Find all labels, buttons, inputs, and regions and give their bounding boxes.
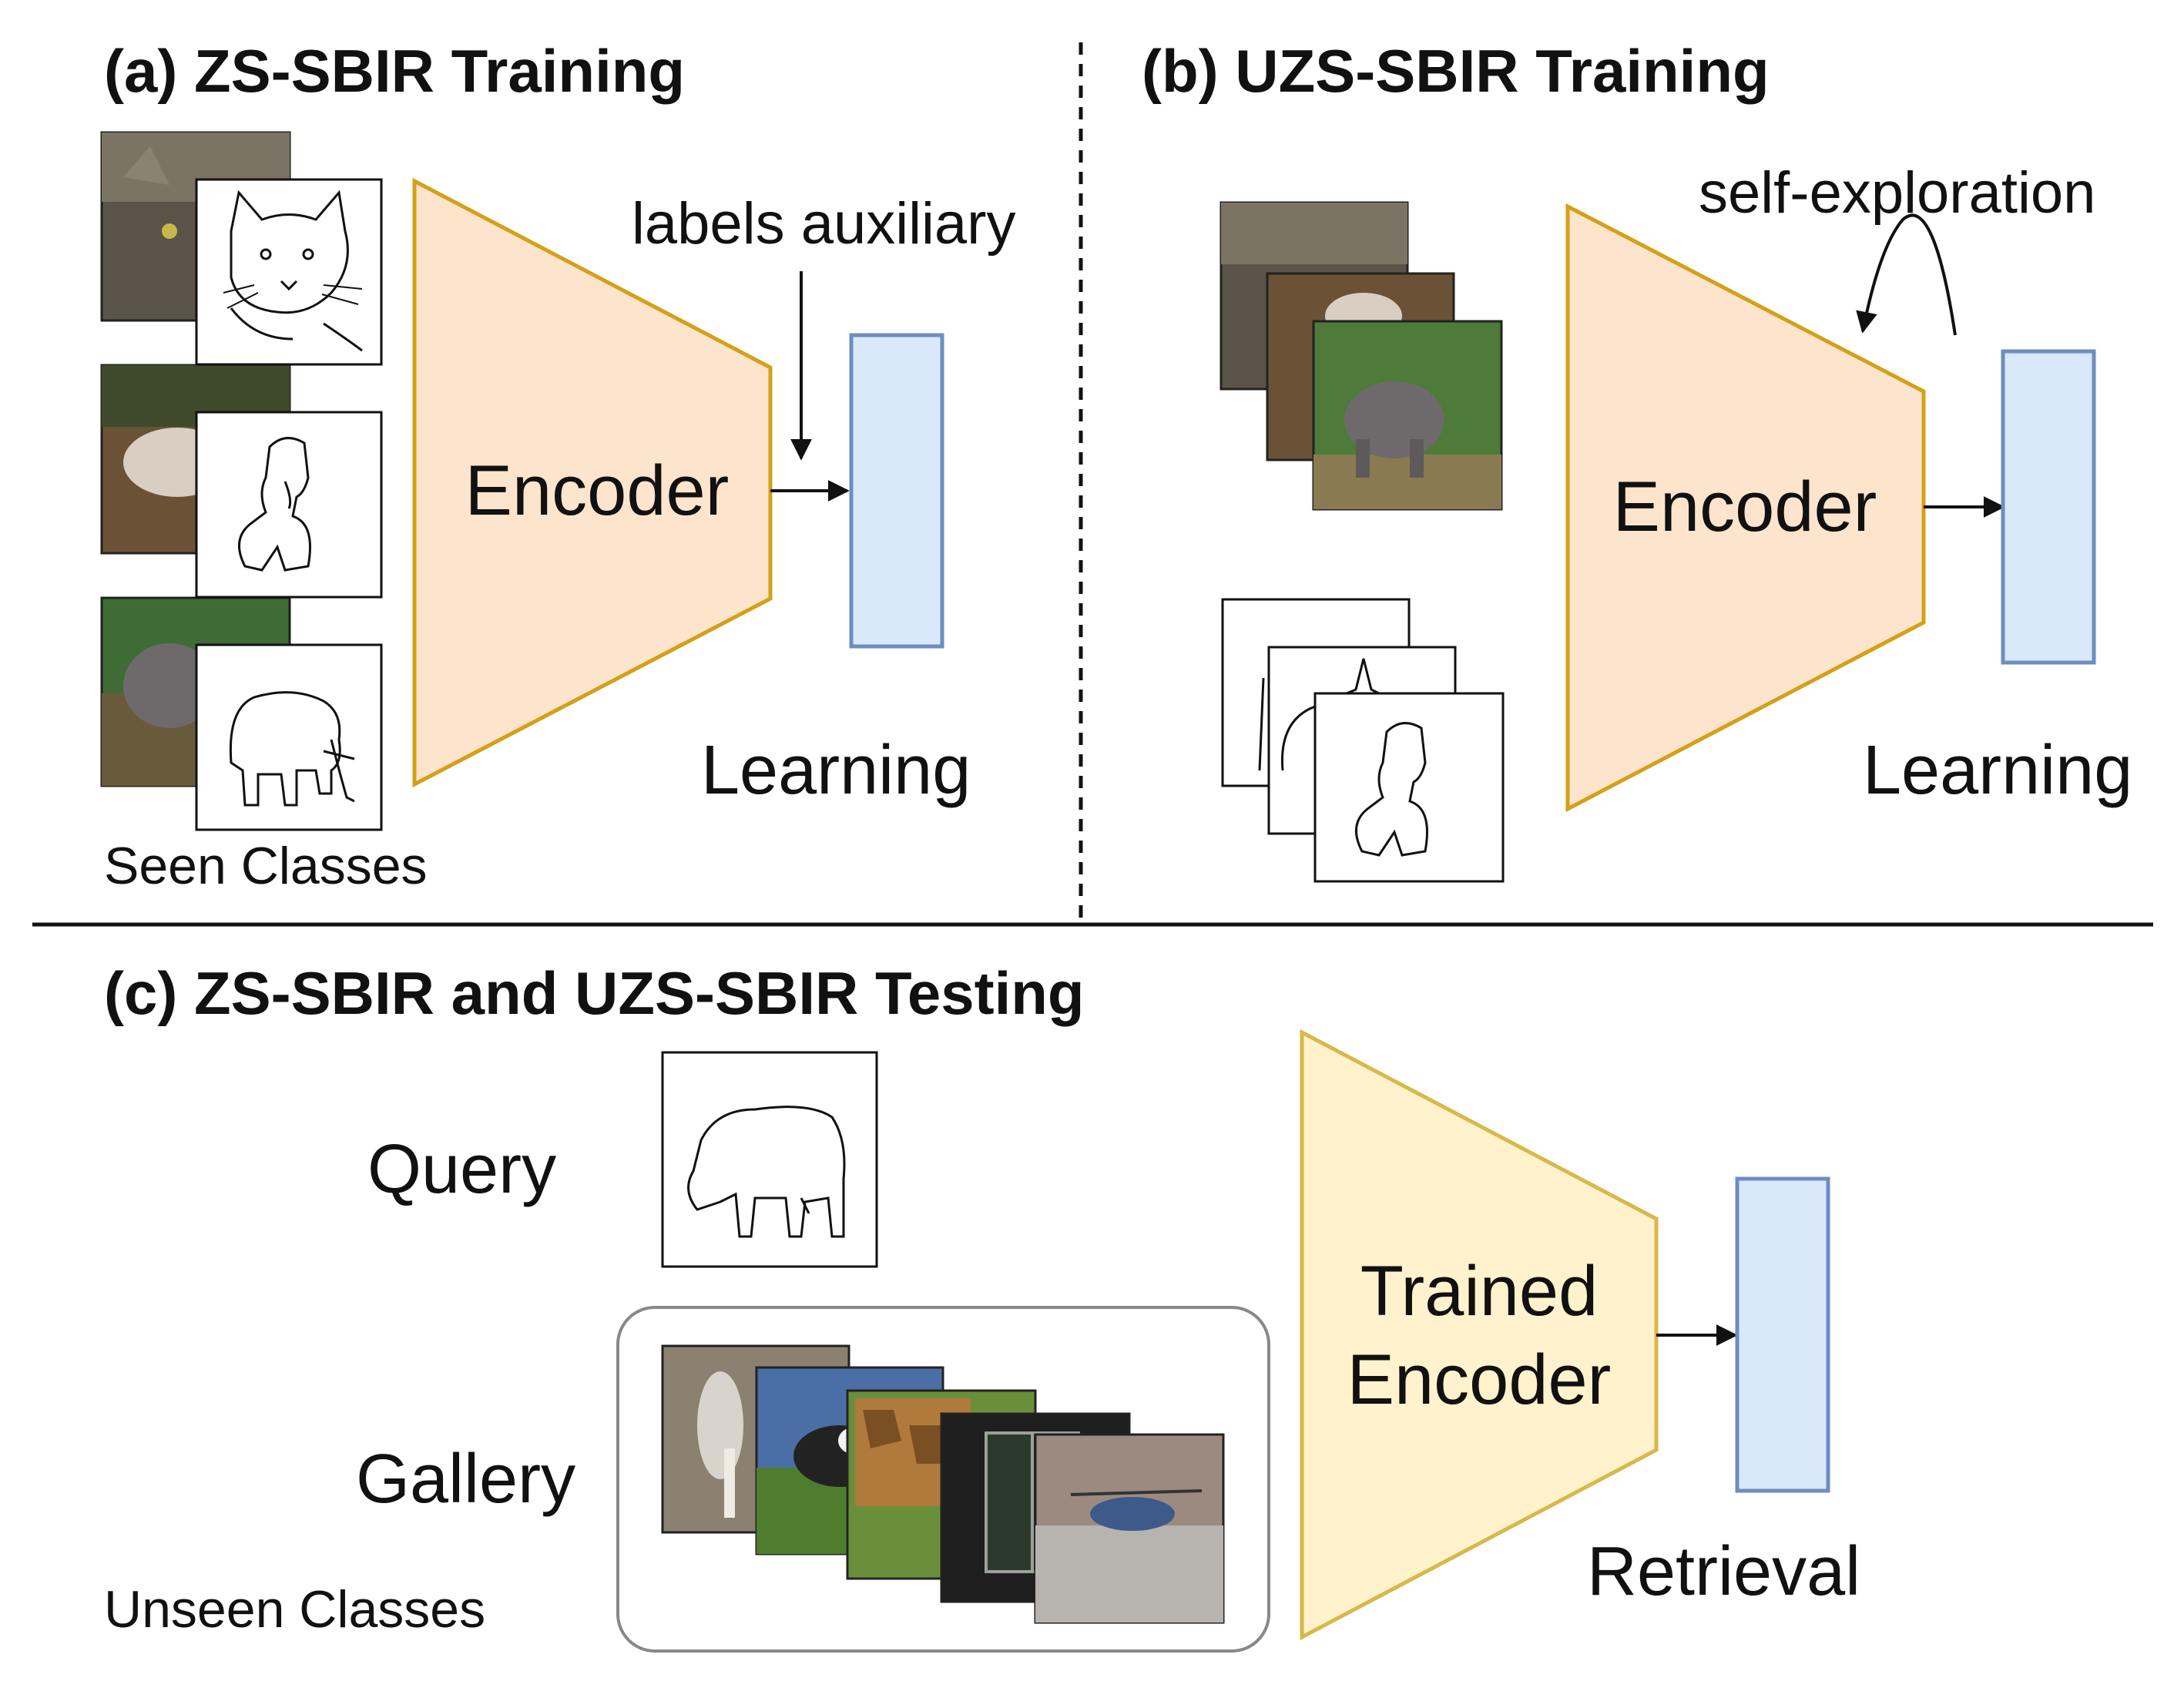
photo-stack	[1219, 201, 1503, 511]
encoder-block	[1565, 203, 1926, 813]
encoder-block	[412, 177, 773, 788]
labels-auxiliary-label: labels auxiliary	[632, 191, 1016, 257]
self-exploration-label: self-exploration	[1699, 160, 2096, 226]
sketch-dog-card	[195, 411, 383, 599]
embedding-block	[849, 333, 944, 649]
retrieval-label: Retrieval	[1587, 1533, 1861, 1610]
query-sketch-card	[661, 1051, 878, 1268]
learning-label: Learning	[701, 732, 971, 809]
photo-elephant-thumbnail	[1312, 320, 1503, 511]
sketch-cat-card	[195, 178, 383, 366]
gallery-image-stack	[661, 1344, 1225, 1624]
sketch-stack	[1221, 598, 1505, 883]
unseen-classes-caption: Unseen Classes	[104, 1580, 486, 1639]
panel-b	[1219, 201, 2096, 883]
trained-encoder-label-line1: Trained	[1360, 1252, 1599, 1331]
sketch-elephant-card	[195, 643, 383, 831]
learning-label: Learning	[1863, 732, 2133, 809]
query-label: Query	[367, 1131, 557, 1208]
encoder-label: Encoder	[1612, 468, 1877, 546]
embedding-block	[2001, 349, 2096, 665]
self-exploration-arrow	[1856, 213, 1957, 336]
encoder-label: Encoder	[465, 451, 730, 530]
seen-classes-caption: Seen Classes	[104, 837, 428, 895]
embedding-block	[1735, 1176, 1830, 1493]
sketch-dog-card	[1313, 692, 1505, 883]
panel-c	[616, 1029, 1830, 1653]
panel-a-title: (a) ZS-SBIR Training	[104, 37, 686, 105]
trained-encoder-block	[1300, 1029, 1659, 1641]
trained-encoder-label-line2: Encoder	[1347, 1341, 1612, 1419]
gallery-label: Gallery	[356, 1441, 576, 1518]
panel-b-title: (b) UZS-SBIR Training	[1142, 37, 1770, 105]
gallery-helicopter-photo	[1034, 1433, 1225, 1624]
panel-c-title: (c) ZS-SBIR and UZS-SBIR Testing	[104, 959, 1085, 1027]
panel-a	[100, 131, 944, 831]
